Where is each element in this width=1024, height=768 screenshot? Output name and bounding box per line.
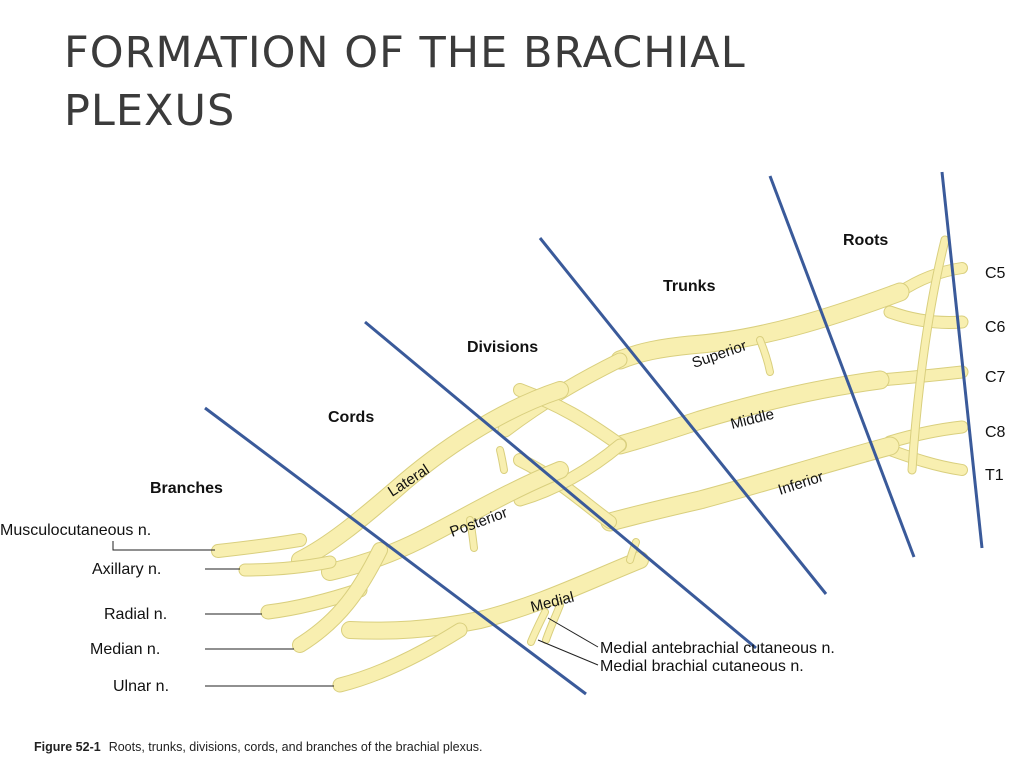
medial-antebrachial-cutaneous: Medial antebrachial cutaneous n. (600, 640, 835, 657)
nerve-stub-3 (466, 516, 478, 552)
header-roots: Roots (843, 232, 888, 249)
medial-brachial-cutaneous: Medial brachial cutaneous n. (600, 658, 804, 675)
nerve-stub-2 (496, 446, 508, 474)
divider-trunks-divisions (538, 237, 828, 595)
root-c8: C8 (985, 424, 1006, 441)
nerve-root-t1 (884, 444, 968, 476)
divider-roots-right (940, 171, 984, 549)
figure-number: Figure 52-1 (34, 740, 101, 754)
nerve-branch-ulnar (332, 622, 468, 693)
branch-radial: Radial n. (104, 606, 167, 623)
header-divisions: Divisions (467, 339, 538, 356)
slide-title: FORMATION OF THE BRACHIAL PLEXUS (64, 24, 964, 140)
nerve-root-ramus (907, 235, 950, 475)
nerve-cord-lateral (291, 381, 569, 569)
nerve-stub-1 (756, 336, 774, 376)
nerve-stub-4 (626, 538, 640, 564)
branch-median: Median n. (90, 641, 160, 658)
slide-title-line-1: FORMATION OF THE BRACHIAL (64, 28, 746, 78)
nerve-trunk-middle (610, 370, 890, 455)
nerve-branch-musculocutaneous (211, 533, 307, 558)
header-cords: Cords (328, 409, 374, 426)
root-c6: C6 (985, 319, 1006, 336)
branch-axillary: Axillary n. (92, 561, 161, 578)
nerve-branch-median (292, 542, 388, 653)
branch-musculocutaneous: Musculocutaneous n. (0, 522, 151, 539)
root-c7: C7 (985, 369, 1006, 386)
leader-musculocutaneous (112, 541, 215, 551)
root-c5: C5 (985, 265, 1006, 282)
section-dividers (204, 171, 984, 696)
leader-medial-brachial (537, 639, 599, 666)
nerve-medial-cutaneous-2 (527, 608, 549, 646)
nerve-root-c8 (883, 420, 969, 449)
nerve-trunk-superior (610, 282, 910, 370)
nerve-bundle (211, 235, 969, 693)
leader-medial-antebrachial (547, 617, 599, 648)
divider-divisions-cords (364, 320, 757, 650)
header-branches: Branches (150, 480, 223, 497)
figure-caption: Figure 52-1 Roots, trunks, divisions, cor… (34, 740, 483, 754)
nerve-division-4 (513, 438, 627, 507)
nerve-trunk-inferior (600, 436, 900, 532)
slide-title-line-2: PLEXUS (64, 86, 236, 136)
divider-cords-branches (204, 406, 587, 696)
nerve-cord-posterior (321, 461, 569, 581)
nerve-cord-medial (341, 551, 649, 640)
header-trunks: Trunks (663, 278, 716, 295)
figure-caption-text: Roots, trunks, divisions, cords, and bra… (108, 740, 483, 754)
branch-ulnar: Ulnar n. (113, 678, 169, 695)
nerve-medial-cutaneous-1 (542, 601, 564, 644)
cord-medial-label: Medial (529, 589, 576, 616)
root-t1: T1 (985, 467, 1004, 484)
divider-roots-trunks (768, 175, 916, 558)
nerve-branch-axillary (238, 555, 337, 577)
